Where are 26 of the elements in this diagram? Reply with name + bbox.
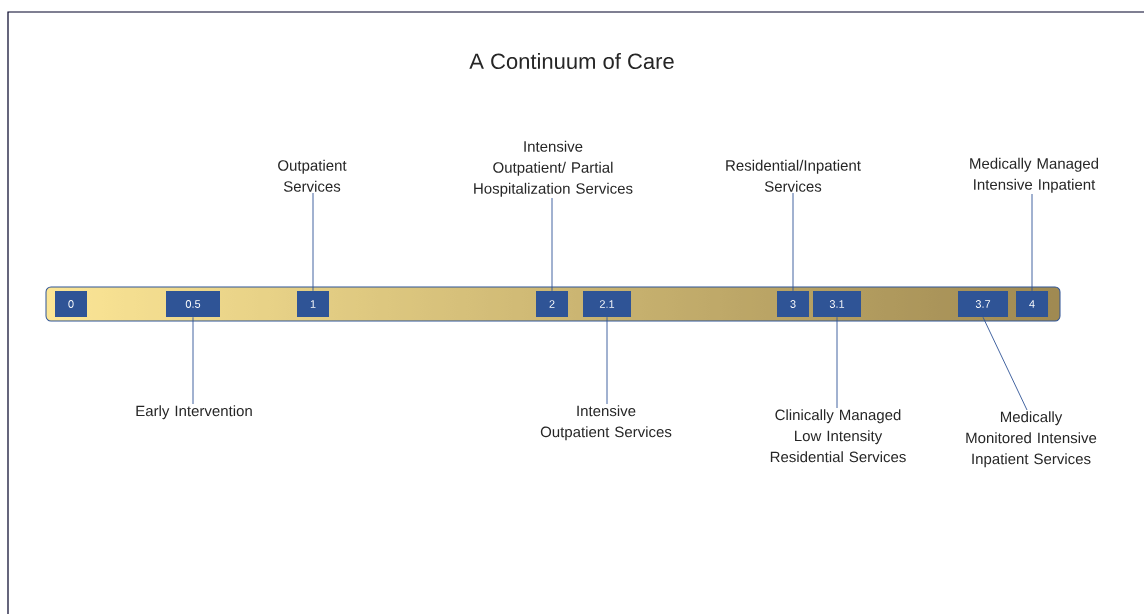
leader-line: [192, 316, 194, 405]
level-box: 3.7: [958, 291, 1008, 317]
level-box: 2: [536, 291, 568, 317]
leader-line: [312, 192, 314, 292]
level-box: 0.5: [166, 291, 220, 317]
level-box: 2.1: [583, 291, 631, 317]
service-label: Medically Monitored Intensive Inpatient Services: [966, 411, 1097, 468]
service-label: Medically Managed Intensive Inpatient: [970, 157, 1099, 193]
leader-line: [792, 192, 794, 292]
level-box: 1: [297, 291, 329, 317]
service-label: Early Intervention: [136, 405, 252, 420]
leader-line: [551, 197, 553, 292]
level-box: 4: [1016, 291, 1048, 317]
service-label: Intensive Outpatient Services: [540, 405, 672, 441]
leader-line: [606, 316, 608, 405]
leader-line: [1031, 193, 1033, 292]
service-label: Outpatient Services: [278, 159, 347, 192]
service-label: Clinically Managed Low Intensity Residential Services: [770, 409, 906, 463]
level-box: 3: [777, 291, 809, 317]
leader-line: [982, 316, 1028, 411]
leader-line: [836, 316, 838, 409]
level-box: 0: [55, 291, 87, 317]
service-label: Residential/Inpatient Services: [726, 159, 861, 192]
title: A Continuum of Care: [469, 52, 674, 70]
level-box: 3.1: [813, 291, 861, 317]
service-label: Intensive Outpatient/ Partial Hospitalization Services: [474, 140, 633, 197]
